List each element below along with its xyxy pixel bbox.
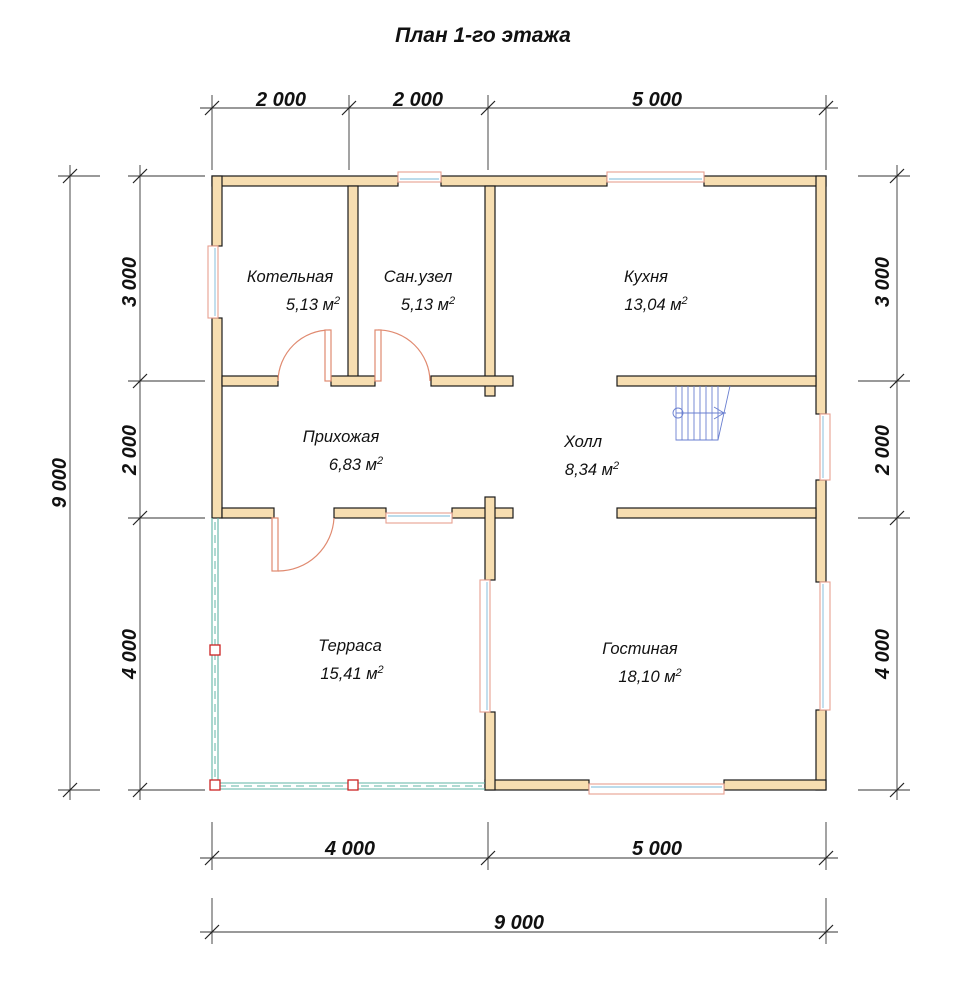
room-name: Гостиная [602,640,678,658]
room-name: Котельная [247,268,334,286]
room-bathroom: Сан.узел 5,13 м2 [384,268,455,314]
dimension-bottom: 4 000 5 000 [200,822,838,870]
dim-left-2: 2 000 [119,425,141,476]
dimension-total-bottom: 9 000 [200,898,838,944]
doors [271,329,431,572]
dim-bottom-1: 4 000 [324,838,375,860]
room-name: Холл [563,433,602,451]
dim-total-bottom: 9 000 [494,912,544,934]
dim-right-2: 2 000 [872,425,894,476]
stair [672,385,731,441]
dim-bottom-2: 5 000 [632,838,682,860]
room-hallway: Прихожая 6,83 м2 [303,428,383,474]
room-area: 13,04 м2 [624,295,687,314]
dim-right-1: 3 000 [872,257,894,307]
dimension-top: 2 000 2 000 5 000 [200,89,838,170]
plan-title: План 1-го этажа [395,24,571,47]
room-area: 6,83 м2 [329,455,383,474]
room-boiler: Котельная 5,13 м2 [247,268,340,314]
dim-top-2: 2 000 [392,89,443,111]
room-name: Прихожая [303,428,380,446]
dim-left-3: 4 000 [119,629,141,680]
dim-top-3: 5 000 [632,89,682,111]
dimension-left: 3 000 2 000 4 000 [119,165,205,800]
terrace-railing [209,518,485,791]
room-area: 8,34 м2 [565,460,619,479]
room-name: Терраса [318,637,382,655]
dimension-right: 3 000 2 000 4 000 [858,165,910,800]
room-name: Сан.узел [384,268,453,286]
terrace-post [209,779,221,791]
room-area: 5,13 м2 [401,295,455,314]
dim-top-1: 2 000 [255,89,306,111]
terrace-post [209,644,221,656]
room-kitchen: Кухня 13,04 м2 [624,268,688,314]
dim-right-3: 4 000 [872,629,894,680]
terrace-post [347,779,359,791]
room-living: Гостиная 18,10 м2 [602,640,681,686]
room-area: 5,13 м2 [286,295,340,314]
room-area: 15,41 м2 [320,664,383,683]
dimension-total-left: 9 000 [49,165,100,800]
dim-left-1: 3 000 [119,257,141,307]
dim-total-left: 9 000 [49,458,71,508]
room-area: 18,10 м2 [618,667,681,686]
room-hall: Холл 8,34 м2 [563,433,619,479]
windows [207,171,831,795]
room-terrace: Терраса 15,41 м2 [318,637,383,683]
room-name: Кухня [624,268,668,286]
